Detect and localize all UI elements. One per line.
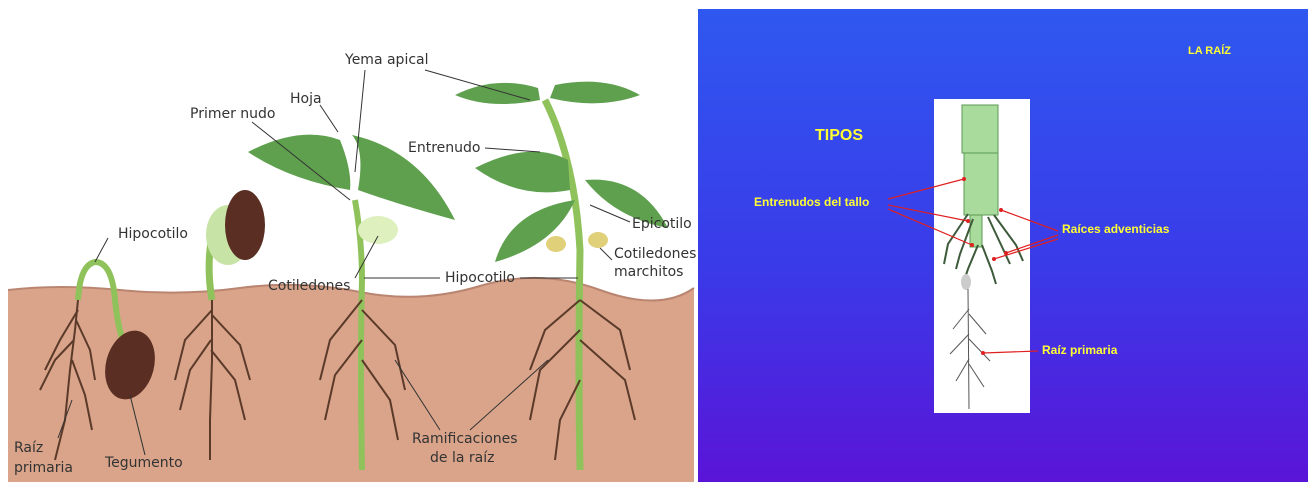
- label-yema-apical: Yema apical: [344, 52, 429, 68]
- label-raices-adventicias: Raíces adventicias: [1062, 222, 1170, 236]
- slide-heading: TIPOS: [815, 127, 863, 144]
- label-hipocotilo-mid: Hipocotilo: [445, 270, 515, 286]
- leaf-top-left: [455, 83, 540, 104]
- label-cotiledones: Cotiledones: [268, 278, 350, 294]
- label-tegumento: Tegumento: [104, 455, 183, 471]
- label-entrenudo: Entrenudo: [408, 140, 480, 156]
- withered-cotyledon: [546, 236, 566, 252]
- label-hoja: Hoja: [290, 91, 322, 107]
- label-hipocotilo-left: Hipocotilo: [118, 226, 188, 242]
- leaf-left: [248, 135, 350, 190]
- label-raiz-primaria: Raíz primaria: [1042, 343, 1118, 357]
- label-epicotilo: Epicotilo: [632, 216, 692, 232]
- germination-svg: Yema apical Hoja Primer nudo Entrenudo E…: [0, 0, 696, 482]
- cotyledon: [358, 216, 398, 244]
- label-ramificaciones-1: Ramificaciones: [412, 431, 518, 447]
- label-raiz-primaria-2: primaria: [14, 460, 73, 476]
- label-ramificaciones-2: de la raíz: [430, 450, 494, 466]
- label-cotiledones-marchitos-2: marchitos: [614, 264, 683, 280]
- label-raiz-primaria-1: Raíz: [14, 440, 43, 456]
- label-cotiledones-marchitos-1: Cotiledones: [614, 246, 696, 262]
- leaf-lower-left: [495, 200, 575, 262]
- label-primer-nudo: Primer nudo: [190, 106, 276, 122]
- leaf-top-right: [550, 82, 640, 104]
- slide-title: LA RAÍZ: [1188, 44, 1231, 57]
- label-entrenudos-del-tallo: Entrenudos del tallo: [754, 195, 869, 209]
- germination-diagram: Yema apical Hoja Primer nudo Entrenudo E…: [0, 0, 696, 482]
- cotyledon-seed: [225, 190, 265, 260]
- root-types-slide: LA RAÍZ TIPOS: [698, 9, 1308, 482]
- leaf-mid-left: [475, 152, 570, 193]
- slide-svg: LA RAÍZ TIPOS: [698, 9, 1308, 482]
